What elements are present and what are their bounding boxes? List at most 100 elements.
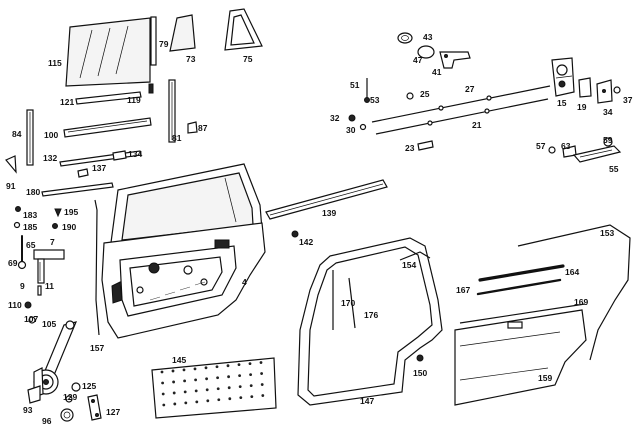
callout-4: 4 [242, 277, 247, 287]
perforation-dot [160, 370, 164, 374]
perforation-dot [239, 396, 243, 400]
part-125-roller [71, 382, 81, 392]
perforation-dot [161, 392, 165, 396]
part-55-outside-handle [572, 145, 622, 163]
callout-57: 57 [536, 141, 546, 151]
perforation-dot [260, 383, 264, 386]
part-91-triangle-trim [5, 155, 17, 174]
part-157-front-seal [94, 199, 100, 336]
callout-180: 180 [26, 187, 40, 197]
part-107-washer [28, 316, 36, 324]
part-195-clip [54, 208, 62, 218]
perforation-dot [227, 386, 231, 390]
callout-73: 73 [186, 54, 196, 64]
part-147-door-frame-seal [297, 237, 443, 406]
part-153-roof-seal [517, 224, 631, 361]
callout-32: 32 [330, 113, 340, 123]
callout-47: 47 [413, 55, 423, 65]
callout-121: 121 [60, 97, 74, 107]
part-139-belt-trim [265, 179, 388, 220]
callout-43: 43 [423, 32, 433, 42]
part-93-regulator-mount [27, 385, 41, 404]
part-145-sound-panel [151, 357, 277, 419]
callout-23: 23 [405, 143, 415, 153]
callout-21: 21 [472, 120, 482, 130]
callout-51: 51 [350, 80, 360, 90]
part-164-trim-strip [478, 264, 565, 282]
part-75-vent-frame [224, 8, 263, 51]
perforation-dot [238, 385, 242, 389]
perforation-dot [206, 399, 210, 403]
part-142-clip [291, 230, 299, 238]
part-34-plate [596, 79, 613, 104]
part-27-connecting-rod [371, 85, 551, 123]
part-84-vertical-guide [26, 109, 34, 166]
part-25-linkage-clip [406, 92, 414, 100]
perforation-dot [237, 363, 241, 367]
callout-110: 110 [8, 300, 22, 310]
callout-19: 19 [577, 102, 587, 112]
callout-34: 34 [603, 107, 613, 117]
callout-164: 164 [565, 267, 579, 277]
part-43-lock-cylinder [397, 32, 413, 44]
callout-30: 30 [346, 125, 356, 135]
callout-145: 145 [172, 355, 186, 365]
callout-69: 69 [8, 258, 18, 268]
part-134-bracket [112, 150, 127, 161]
callout-137: 137 [92, 163, 106, 173]
part-167-trim-strip [476, 278, 562, 296]
callout-107: 107 [24, 314, 38, 324]
callout-176: 176 [364, 310, 378, 320]
callout-105: 105 [42, 319, 56, 329]
perforation-dot [205, 377, 209, 381]
part-110-cap [24, 301, 32, 309]
perforation-dot [216, 376, 220, 380]
part-53-knob [364, 97, 370, 103]
callout-25: 25 [420, 89, 430, 99]
perforation-dot [194, 378, 198, 382]
part-180-long-strip [41, 182, 114, 197]
part-47-bezel [417, 45, 435, 59]
part-21-connecting-rod [375, 98, 549, 135]
callout-63: 63 [561, 141, 571, 151]
part-150-clip [416, 354, 424, 362]
part-4-door-shell [101, 163, 266, 339]
callout-79: 79 [159, 39, 169, 49]
callout-167: 167 [456, 285, 470, 295]
perforation-dot [183, 390, 187, 394]
part-30-bushing [359, 123, 367, 131]
callout-59: 59 [603, 135, 613, 145]
callout-41: 41 [432, 67, 442, 77]
perforation-dot [228, 397, 232, 401]
callout-7: 7 [50, 237, 55, 247]
callout-147: 147 [360, 396, 374, 406]
callout-93: 93 [23, 405, 33, 415]
callout-55: 55 [609, 164, 619, 174]
perforation-dot [250, 395, 254, 398]
part-59-bolt [603, 137, 613, 147]
callout-119: 119 [127, 95, 141, 105]
callout-169: 169 [574, 297, 588, 307]
callout-159: 159 [538, 373, 552, 383]
part-11-pin [37, 285, 42, 296]
callout-183: 183 [23, 210, 37, 220]
callout-150: 150 [413, 368, 427, 378]
callout-129: 129 [63, 392, 77, 402]
callout-157: 157 [90, 343, 104, 353]
part-169-drip-moulding [459, 303, 586, 324]
callout-139: 139 [322, 208, 336, 218]
perforation-dot [171, 369, 175, 373]
callout-84: 84 [12, 129, 22, 139]
perforation-dot [227, 375, 231, 379]
perforation-dot [260, 372, 263, 375]
perforation-dot [184, 401, 188, 405]
callout-190: 190 [62, 222, 76, 232]
part-185-washer [13, 221, 21, 229]
callout-132: 132 [43, 153, 57, 163]
part-183-screw [15, 206, 21, 212]
perforation-dot [249, 384, 253, 387]
callout-27: 27 [465, 84, 475, 94]
callout-87: 87 [198, 123, 208, 133]
perforation-dot [195, 400, 199, 404]
perforation-dot [226, 364, 230, 368]
